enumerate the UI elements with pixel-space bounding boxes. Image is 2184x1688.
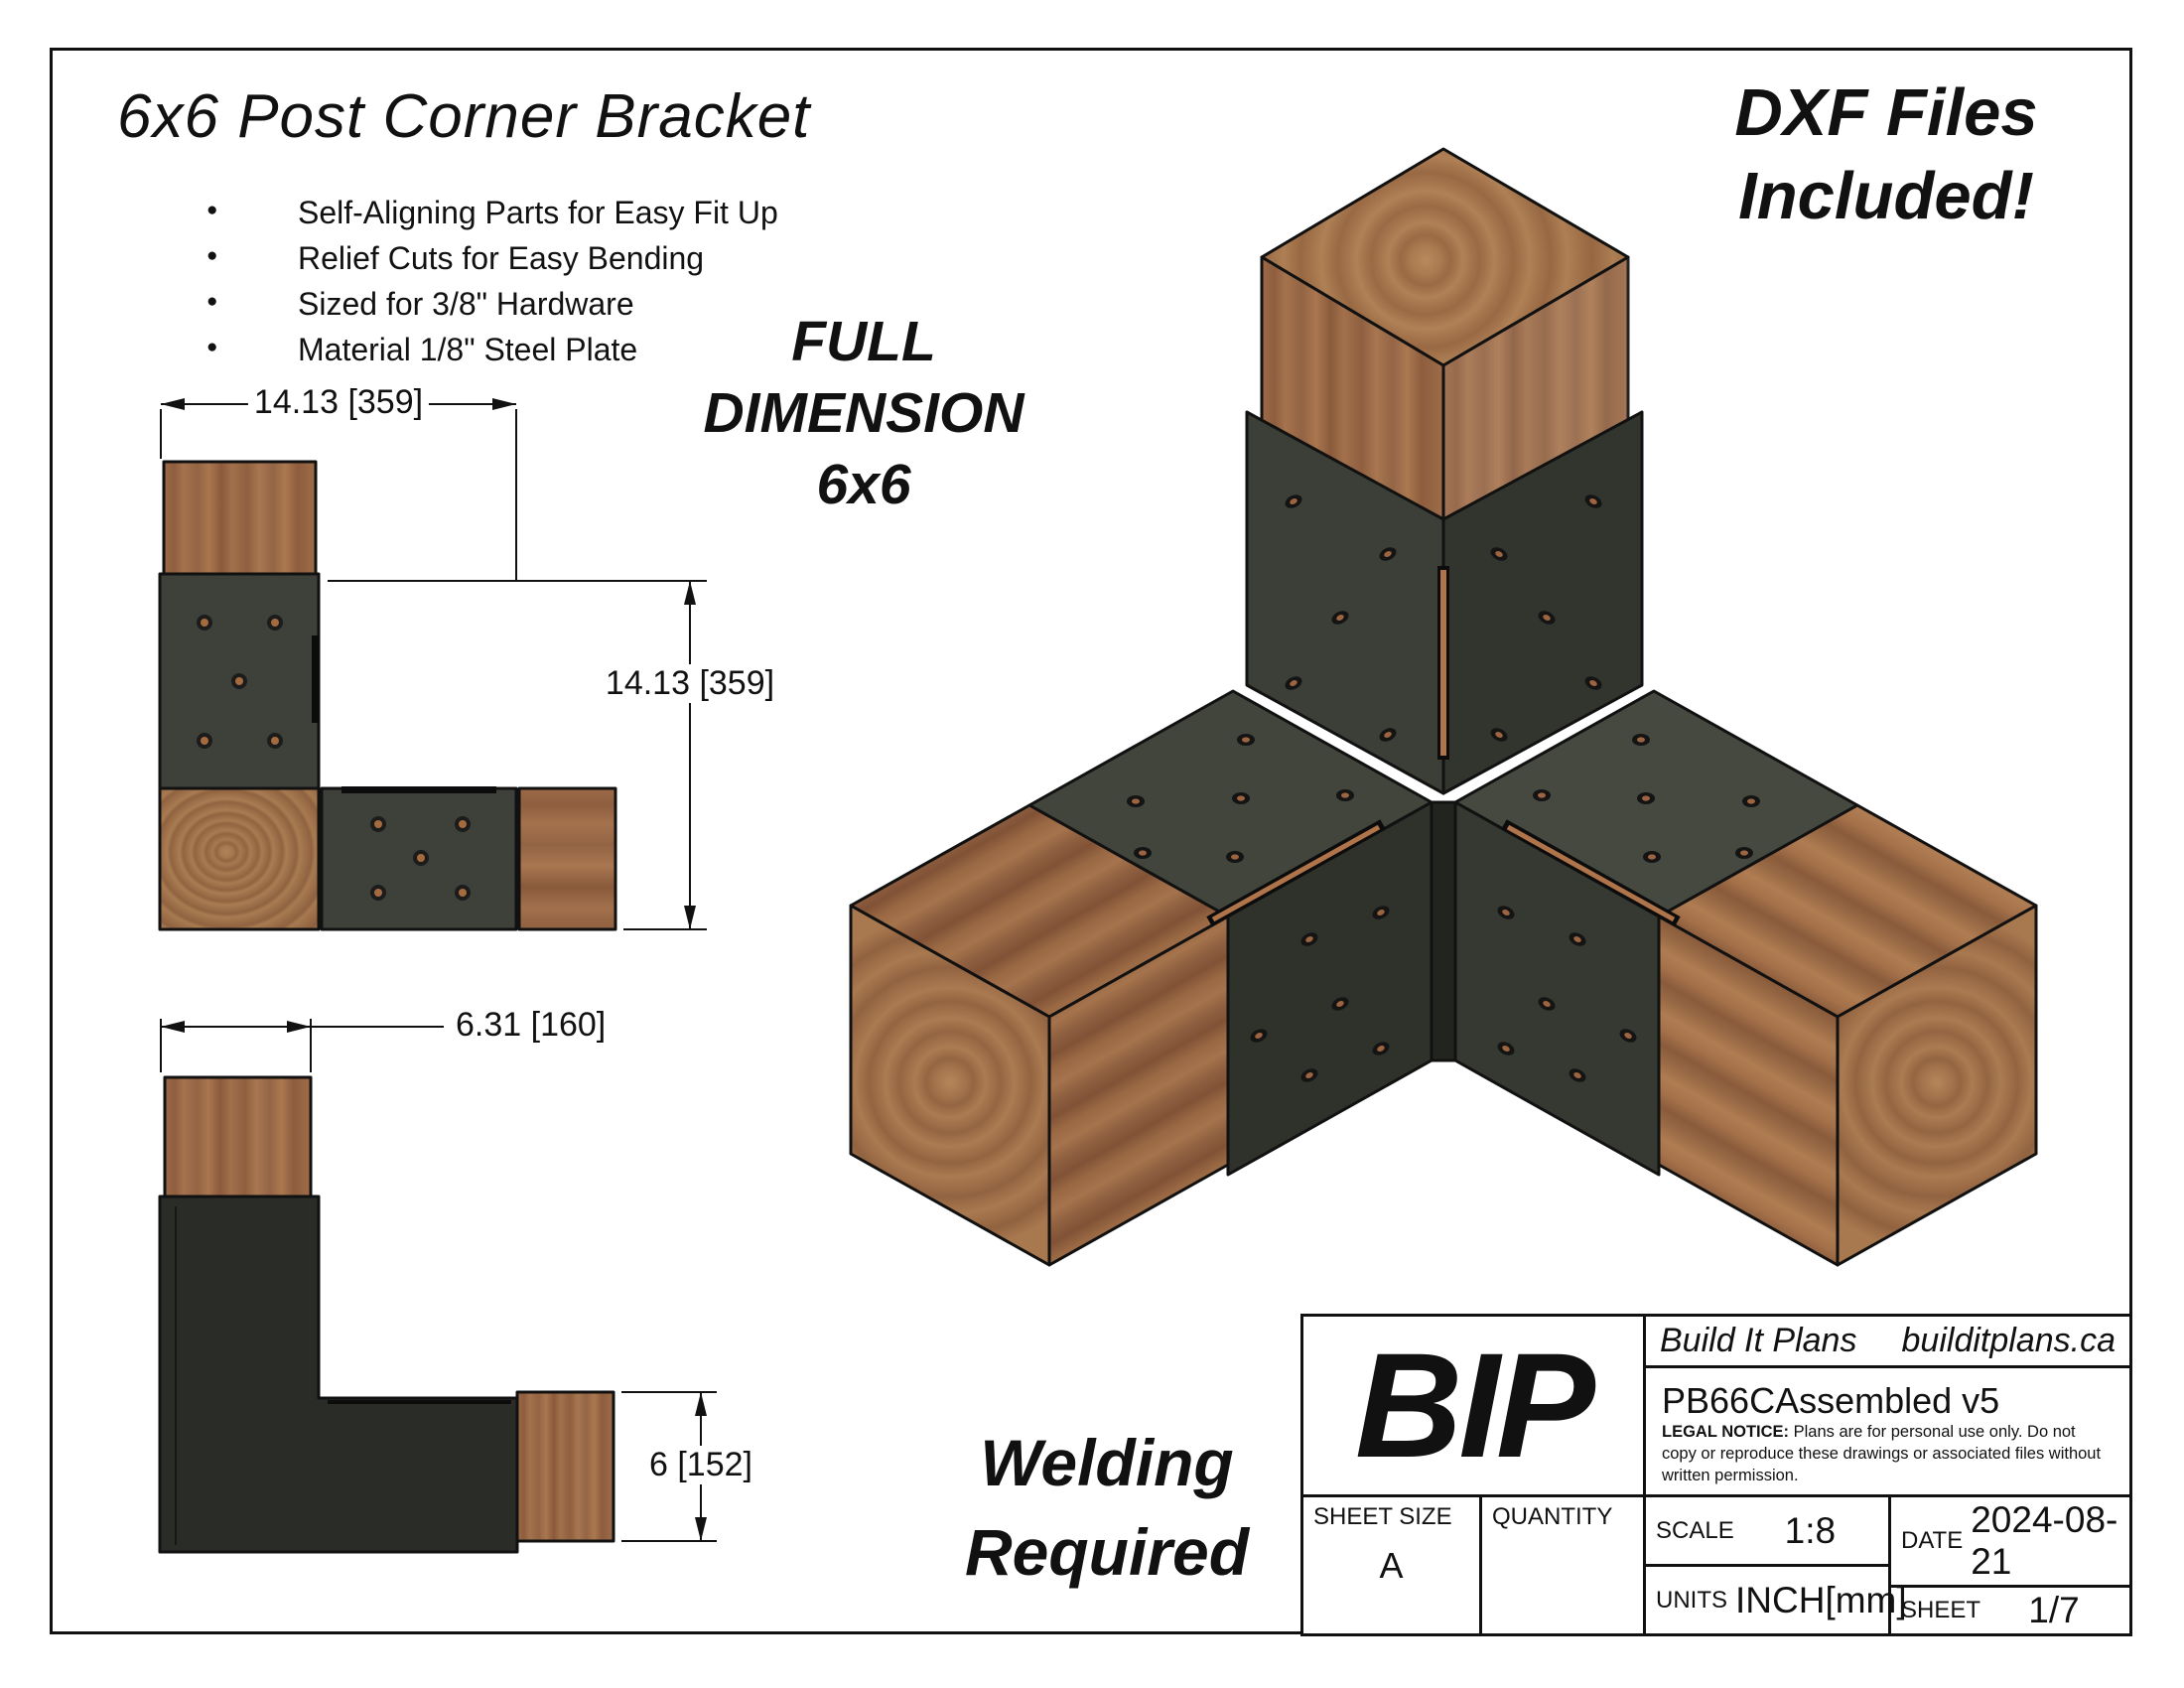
scale-cell: SCALE 1:8 (1646, 1497, 1888, 1564)
sheet-value: 1/7 (2028, 1590, 2080, 1631)
relief-slot-copper (1211, 824, 1381, 922)
company-logo: BIP (1303, 1317, 1646, 1495)
dxf-note-line1: DXF Files (1734, 75, 2038, 150)
left-arm-holes (1127, 734, 1390, 1082)
units-cell: UNITS INCH[mm] (1646, 1564, 1907, 1633)
right-arm-holes (1497, 734, 1760, 1082)
dxf-note-line2: Included! (1738, 159, 2034, 233)
dim-top-view-width: 14.13 [359] (247, 383, 430, 422)
date-sheet-column: DATE 2024-08-21 SHEET 1/7 (1891, 1497, 2129, 1633)
feature-item: Relief Cuts for Easy Bending (206, 240, 778, 277)
legal-notice-label: LEGAL NOTICE: (1662, 1423, 1790, 1441)
center-ridge (1430, 800, 1457, 1062)
iso-view (849, 147, 2038, 1267)
top-view-post-wood (162, 460, 318, 576)
side-view-beam-wood (515, 1390, 615, 1543)
title-block: BIP Build It Plans builditplans.ca PB66C… (1300, 1314, 2132, 1636)
dim-side-view-width: 6.31 [160] (450, 1006, 613, 1045)
iso-right-arm (1453, 689, 2038, 1267)
iso-post-sleeve (1245, 410, 1644, 795)
units-value: INCH[mm] (1735, 1579, 1907, 1620)
full-dimension-note: FULL DIMENSION 6x6 (645, 306, 1082, 520)
welding-note-line2: Required (964, 1515, 1250, 1589)
sheet-border (50, 48, 2132, 1634)
side-view (158, 1075, 615, 1554)
feature-list: Self-Aligning Parts for Easy Fit Up Reli… (206, 195, 778, 377)
sheet-size-label: SHEET SIZE (1313, 1503, 1452, 1531)
title-block-body: PB66CAssembled v5 LEGAL NOTICE: Plans ar… (1646, 1368, 2129, 1494)
scale-units-column: SCALE 1:8 UNITS INCH[mm] (1646, 1497, 1907, 1634)
company-website: builditplans.ca (1901, 1322, 2116, 1359)
iso-left-arm (849, 689, 1433, 1267)
full-dimension-line1: FULL (791, 310, 936, 373)
date-label: DATE (1901, 1527, 1964, 1555)
dxf-note: DXF Files Included! (1638, 71, 2134, 238)
quantity-cell: QUANTITY (1482, 1497, 1646, 1634)
feature-item: Material 1/8" Steel Plate (206, 332, 778, 368)
iso-post-wood (1260, 147, 1630, 564)
relief-cut-mark (312, 635, 319, 723)
right-beam-end-grain (1836, 904, 2038, 1267)
sleeve-holes (1285, 494, 1602, 742)
company-name: Build It Plans (1660, 1322, 1857, 1359)
legal-notice-text: Plans are for personal use only. Do not … (1662, 1423, 2102, 1484)
top-view-bolt-holes (197, 615, 471, 901)
sheet-cell: SHEET 1/7 (1891, 1585, 2129, 1633)
full-dimension-line3: 6x6 (816, 453, 911, 516)
top-view (158, 460, 617, 931)
scale-label: SCALE (1656, 1516, 1734, 1544)
quantity-label: QUANTITY (1492, 1503, 1613, 1531)
top-view-beam-wood (517, 786, 617, 931)
units-label: UNITS (1656, 1586, 1727, 1614)
welding-note: Welding Required (884, 1418, 1330, 1597)
left-beam-end-grain (849, 904, 1051, 1267)
side-view-post-wood (163, 1075, 313, 1198)
feature-item: Sized for 3/8" Hardware (206, 286, 778, 323)
title-block-right: Build It Plans builditplans.ca PB66CAsse… (1646, 1317, 2129, 1494)
title-block-upper: BIP Build It Plans builditplans.ca PB66C… (1303, 1317, 2129, 1495)
legal-notice: LEGAL NOTICE: Plans are for personal use… (1662, 1422, 2114, 1486)
page-title: 6x6 Post Corner Bracket (117, 82, 811, 151)
sheet-size-cell: SHEET SIZE A (1303, 1497, 1482, 1634)
relief-slot-copper (1506, 824, 1676, 922)
full-dimension-line2: DIMENSION (703, 381, 1024, 445)
date-value: 2024-08-21 (1971, 1499, 2118, 1583)
welding-note-line1: Welding (980, 1426, 1234, 1499)
drawing-title: PB66CAssembled v5 (1662, 1380, 2000, 1421)
sheet-size-value: A (1379, 1545, 1404, 1587)
sheet-label: SHEET (1901, 1597, 1981, 1624)
date-cell: DATE 2024-08-21 (1891, 1497, 2129, 1585)
dim-side-view-height: 6 [152] (643, 1446, 758, 1484)
side-view-steel-bracket (158, 1195, 519, 1554)
scale-value: 1:8 (1784, 1509, 1837, 1551)
top-view-end-grain-wood (158, 786, 321, 931)
title-block-lower: SHEET SIZE A QUANTITY SCALE 1:8 UNITS IN… (1303, 1494, 2129, 1634)
company-header: Build It Plans builditplans.ca (1646, 1317, 2129, 1368)
feature-item: Self-Aligning Parts for Easy Fit Up (206, 195, 778, 231)
dim-top-view-height: 14.13 [359] (599, 664, 781, 703)
bend-edge-mark (341, 786, 496, 793)
